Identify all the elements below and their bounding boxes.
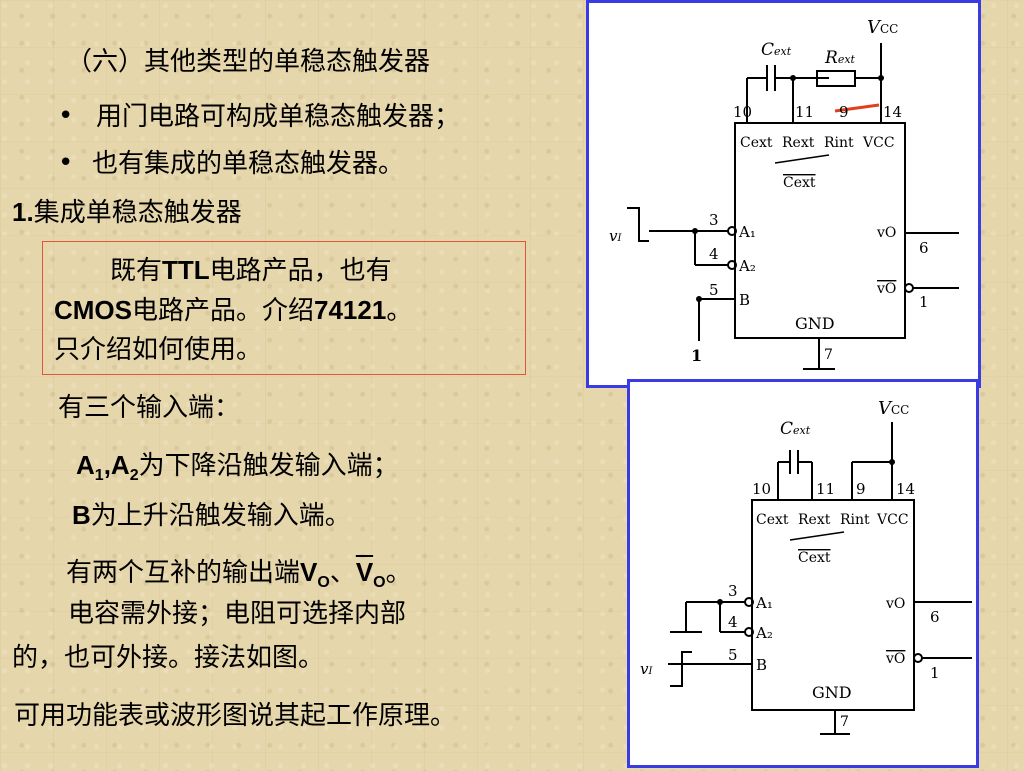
pin-10: 10 bbox=[752, 480, 771, 498]
bullet-item-2: 也有集成的单稳态触发器。 bbox=[92, 149, 405, 179]
pin-5: 5 bbox=[709, 281, 719, 299]
pin-1: 1 bbox=[930, 664, 940, 682]
circuit-panel-bottom: VCC Cext 10 11 9 14 Cext Rext Rint VCC C… bbox=[627, 379, 979, 768]
pin-5: 5 bbox=[728, 646, 738, 664]
pin-11: 11 bbox=[816, 480, 835, 498]
pin-label-cext: Cext bbox=[756, 512, 789, 528]
bullet-dot: • bbox=[58, 148, 74, 178]
vi-label: vI bbox=[640, 660, 653, 678]
outputs-text: 。 bbox=[385, 558, 412, 588]
inputs-intro: 有三个输入端： bbox=[58, 393, 241, 423]
section-title-text: 集成单稳态触发器 bbox=[33, 198, 242, 228]
vo-bar-label: V bbox=[355, 557, 374, 587]
section-number: 1. bbox=[12, 197, 34, 227]
note-text: 电路产品。介绍 bbox=[132, 296, 315, 326]
pin-label-a1: A₁ bbox=[738, 223, 756, 241]
cext-bar-label: Cext bbox=[783, 175, 816, 191]
cmos-label: CMOS bbox=[54, 295, 132, 325]
out-label-vo: vO bbox=[876, 225, 896, 241]
pin-11: 11 bbox=[795, 103, 814, 121]
part-number: 74121 bbox=[314, 295, 387, 325]
vi-label: vI bbox=[609, 227, 622, 245]
b-desc: 为上升沿触发输入端。 bbox=[90, 501, 351, 531]
pin-label-rint: Rint bbox=[840, 512, 870, 528]
pin-label-a2: A₂ bbox=[738, 257, 756, 275]
a-desc: 为下降沿触发输入端； bbox=[138, 451, 399, 481]
vcc-label: VCC bbox=[878, 398, 909, 419]
out-label-vo-bar: vO bbox=[885, 651, 905, 667]
pin-4: 4 bbox=[709, 245, 719, 263]
out-label-vo: vO bbox=[885, 596, 905, 612]
pin-10: 10 bbox=[733, 103, 752, 121]
gnd-label: GND bbox=[812, 683, 852, 702]
a-sub: 1 bbox=[94, 467, 104, 484]
circuit-panel-top: VCC Cext Rext 10 11 9 14 Cext Rext Rint … bbox=[586, 0, 981, 388]
slide-heading: （六）其他类型的单稳态触发器 bbox=[66, 47, 431, 77]
inputs-b-line: B为上升沿触发输入端。 bbox=[72, 499, 351, 532]
note-line-1: 既有TTL电路产品，也有 bbox=[110, 254, 392, 287]
pin-label-vcc: VCC bbox=[876, 512, 909, 528]
b-level: 1 bbox=[691, 346, 702, 365]
pin-14: 14 bbox=[896, 480, 915, 498]
vo-bar-sub: O bbox=[373, 574, 386, 591]
pin-label-vcc: VCC bbox=[862, 135, 895, 151]
pin-label-a2: A₂ bbox=[755, 624, 773, 642]
cext-label: Cext bbox=[761, 40, 792, 60]
ttl-label: TTL bbox=[162, 255, 210, 285]
pin-9: 9 bbox=[856, 480, 866, 498]
pin-3: 3 bbox=[709, 211, 719, 229]
section-title: 1.集成单稳态触发器 bbox=[12, 196, 242, 229]
rext-label: Rext bbox=[824, 48, 856, 68]
pin-label-cext: Cext bbox=[740, 135, 773, 151]
pin-label-a1: A₁ bbox=[755, 594, 773, 612]
pin-1: 1 bbox=[919, 293, 929, 311]
pin-label-b: B bbox=[756, 656, 767, 674]
pin-9: 9 bbox=[839, 103, 849, 121]
a-label: A bbox=[76, 450, 95, 480]
pin-label-rext: Rext bbox=[798, 512, 831, 528]
vo-sub: O bbox=[317, 574, 330, 591]
annotation-mark bbox=[834, 103, 880, 113]
inputs-a-line: A1,A2为下降沿触发输入端； bbox=[76, 449, 399, 486]
b-label: B bbox=[72, 500, 91, 530]
pin-4: 4 bbox=[728, 613, 738, 631]
outputs-text: 、 bbox=[329, 558, 356, 588]
capacitor-line-1: 电容需外接；电阻可选择内部 bbox=[68, 599, 407, 629]
vo-label: V bbox=[300, 557, 318, 587]
note-text: 。 bbox=[386, 296, 413, 326]
note-text: 既有 bbox=[110, 256, 163, 286]
note-line-2: CMOS电路产品。介绍74121。 bbox=[54, 294, 412, 327]
circuit-diagram-top: VCC Cext Rext 10 11 9 14 Cext Rext Rint … bbox=[609, 17, 959, 370]
outputs-text: 有两个互补的输出端 bbox=[66, 558, 301, 588]
vcc-label: VCC bbox=[867, 17, 898, 38]
out-label-vo-bar: vO bbox=[876, 281, 896, 297]
pin-6: 6 bbox=[919, 239, 929, 257]
gnd-label: GND bbox=[795, 314, 835, 333]
pin-3: 3 bbox=[728, 582, 738, 600]
pin-label-rint: Rint bbox=[824, 135, 854, 151]
pin-14: 14 bbox=[883, 103, 902, 121]
cext-bar-label: Cext bbox=[798, 550, 831, 566]
capacitor-line-2: 的，也可外接。接法如图。 bbox=[12, 643, 325, 673]
bullet-dot: • bbox=[58, 101, 74, 131]
closing-line: 可用功能表或波形图说其起工作原理。 bbox=[14, 701, 457, 731]
note-box bbox=[42, 241, 526, 375]
pin-7: 7 bbox=[840, 714, 849, 730]
circuit-diagram-bottom: VCC Cext 10 11 9 14 Cext Rext Rint VCC C… bbox=[640, 398, 972, 735]
cext-label: Cext bbox=[780, 419, 811, 439]
pin-6: 6 bbox=[930, 608, 940, 626]
pin-label-rext: Rext bbox=[782, 135, 815, 151]
a-label: ,A bbox=[103, 450, 130, 480]
a-sub: 2 bbox=[129, 467, 139, 484]
note-text: 电路产品，也有 bbox=[209, 256, 392, 286]
pin-7: 7 bbox=[824, 347, 833, 363]
outputs-line: 有两个互补的输出端VO、VO。 bbox=[66, 556, 412, 593]
pin-label-b: B bbox=[739, 291, 750, 309]
note-line-3: 只介绍如何使用。 bbox=[54, 335, 263, 365]
bullet-item-1: 用门电路可构成单稳态触发器； bbox=[96, 102, 461, 132]
